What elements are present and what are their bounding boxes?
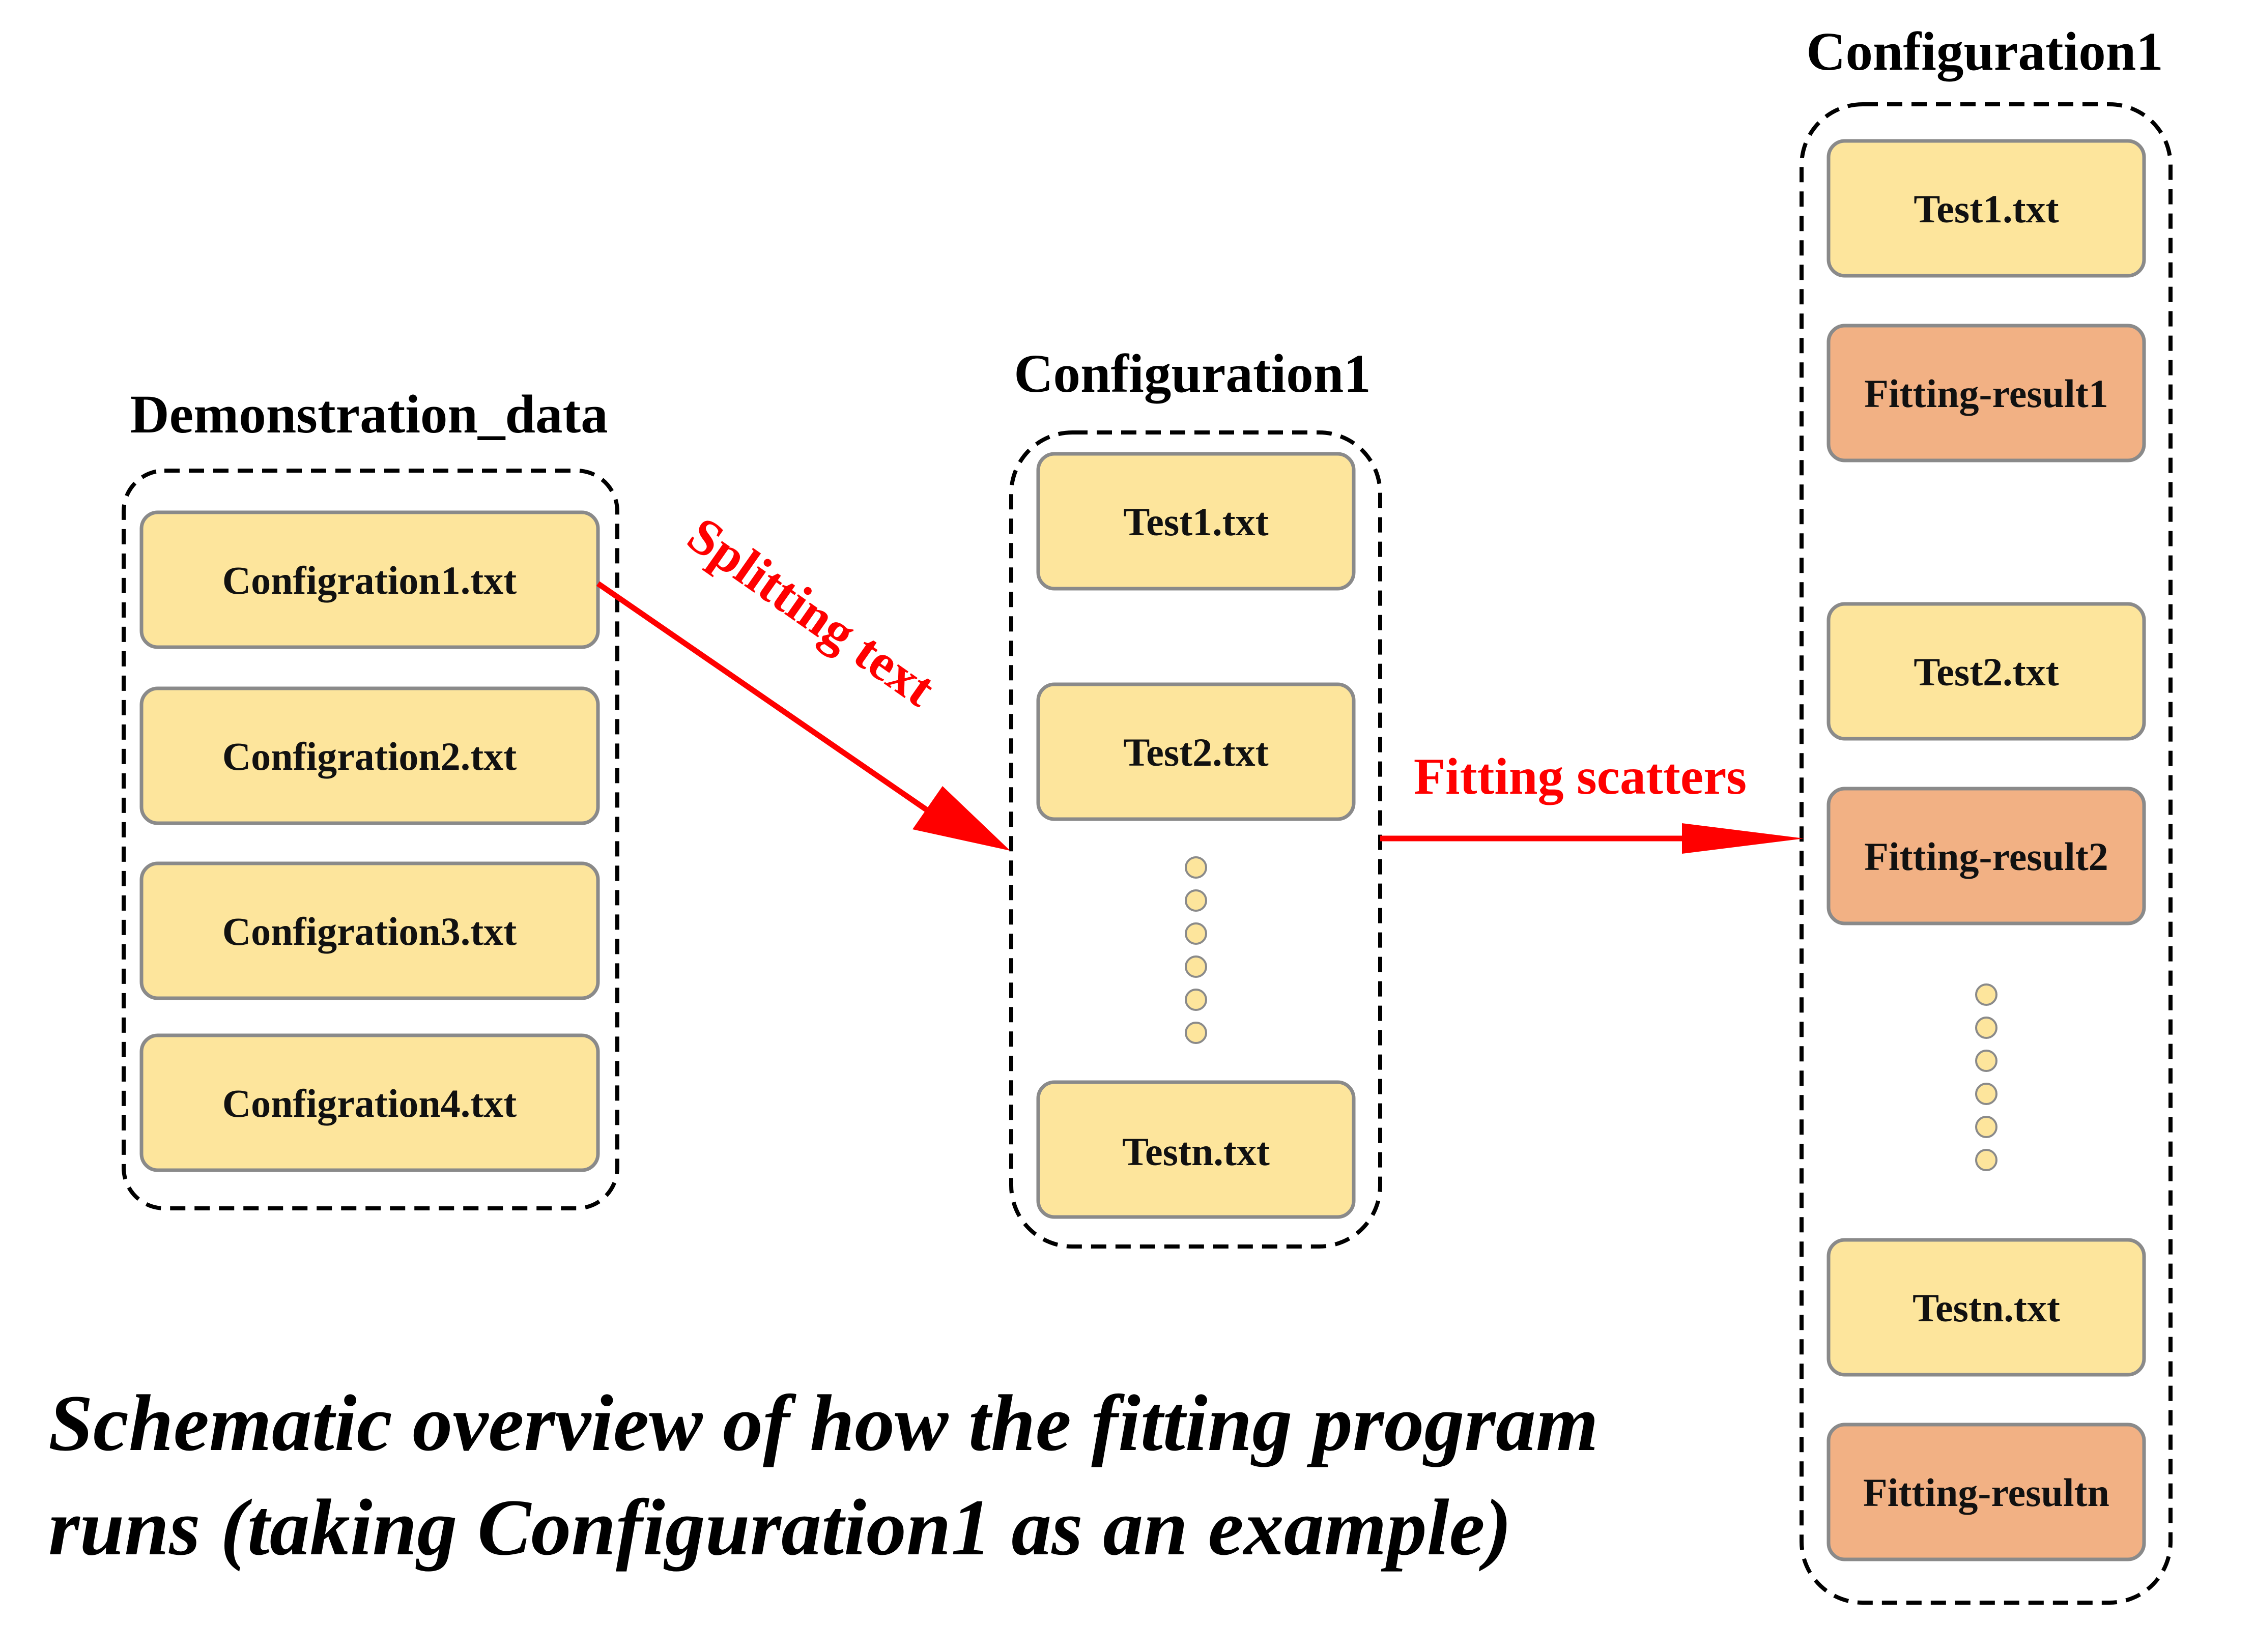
ellipsis-dot bbox=[1975, 1017, 1997, 1039]
split-arrow: Splitting text bbox=[596, 506, 1010, 851]
split-file-n: Testn.txt bbox=[1036, 1080, 1356, 1219]
demo-file-2: Configration2.txt bbox=[139, 686, 600, 825]
demo-file-1: Configration1.txt bbox=[139, 510, 600, 649]
demo-file-1-label: Configration1.txt bbox=[222, 558, 517, 602]
ellipsis-dot bbox=[1185, 922, 1207, 945]
fit-item-4-label: Fitting-result2 bbox=[1864, 834, 2108, 879]
fit-item-2: Fitting-result1 bbox=[1826, 324, 2146, 462]
ellipsis-dot bbox=[1975, 1083, 1997, 1105]
split-file-1: Test1.txt bbox=[1036, 452, 1356, 591]
split-file-n-label: Testn.txt bbox=[1122, 1129, 1270, 1174]
fit-item-1-label: Test1.txt bbox=[1914, 187, 2059, 231]
fit-item-6-label: Fitting-resultn bbox=[1863, 1470, 2109, 1515]
demo-file-4-label: Configration4.txt bbox=[222, 1081, 517, 1125]
split-file-2: Test2.txt bbox=[1036, 682, 1356, 821]
fit-arrow-label: Fitting scatters bbox=[1414, 748, 1747, 805]
split-ellipsis bbox=[1185, 856, 1207, 1044]
ellipsis-dot bbox=[1975, 1050, 1997, 1072]
fit-item-6: Fitting-resultn bbox=[1826, 1423, 2146, 1561]
fit-item-3-label: Test2.txt bbox=[1914, 650, 2059, 694]
ellipsis-dot bbox=[1185, 955, 1207, 978]
fit-arrow: Fitting scatters bbox=[1380, 748, 1804, 854]
split-group-title: Configuration1 bbox=[1014, 344, 1371, 404]
fit-arrow-head bbox=[1682, 823, 1804, 854]
demo-group-border bbox=[122, 469, 619, 1210]
fit-item-3: Test2.txt bbox=[1826, 602, 2146, 741]
demo-file-2-label: Configration2.txt bbox=[222, 734, 517, 778]
caption-line-1: Schematic overview of how the fitting pr… bbox=[48, 1379, 1599, 1468]
ellipsis-dot bbox=[1975, 1149, 1997, 1171]
caption-line-2: runs (taking Configuration1 as an exampl… bbox=[48, 1483, 1511, 1572]
demo-file-3: Configration3.txt bbox=[139, 861, 600, 1000]
fit-group-title: Configuration1 bbox=[1806, 22, 2163, 82]
ellipsis-dot bbox=[1185, 1022, 1207, 1044]
demo-file-4: Configration4.txt bbox=[139, 1033, 600, 1172]
split-arrow-label: Splitting text bbox=[677, 506, 946, 718]
ellipsis-dot bbox=[1975, 1116, 1997, 1138]
demo-group-title: Demonstration_data bbox=[130, 385, 608, 445]
ellipsis-dot bbox=[1185, 856, 1207, 879]
fit-group-border bbox=[1800, 102, 2173, 1605]
fit-item-2-label: Fitting-result1 bbox=[1864, 371, 2108, 416]
ellipsis-dot bbox=[1185, 889, 1207, 912]
ellipsis-dot bbox=[1185, 989, 1207, 1011]
split-file-1-label: Test1.txt bbox=[1123, 500, 1268, 544]
fit-item-5: Testn.txt bbox=[1826, 1238, 2146, 1377]
split-file-2-label: Test2.txt bbox=[1123, 730, 1268, 774]
demo-file-3-label: Configration3.txt bbox=[222, 909, 517, 953]
split-arrow-line bbox=[596, 581, 933, 816]
fit-ellipsis bbox=[1975, 983, 1997, 1171]
fit-item-5-label: Testn.txt bbox=[1913, 1286, 2060, 1330]
fit-item-1: Test1.txt bbox=[1826, 139, 2146, 278]
ellipsis-dot bbox=[1975, 983, 1997, 1006]
split-arrow-head bbox=[912, 786, 1010, 851]
fit-item-4: Fitting-result2 bbox=[1826, 787, 2146, 925]
